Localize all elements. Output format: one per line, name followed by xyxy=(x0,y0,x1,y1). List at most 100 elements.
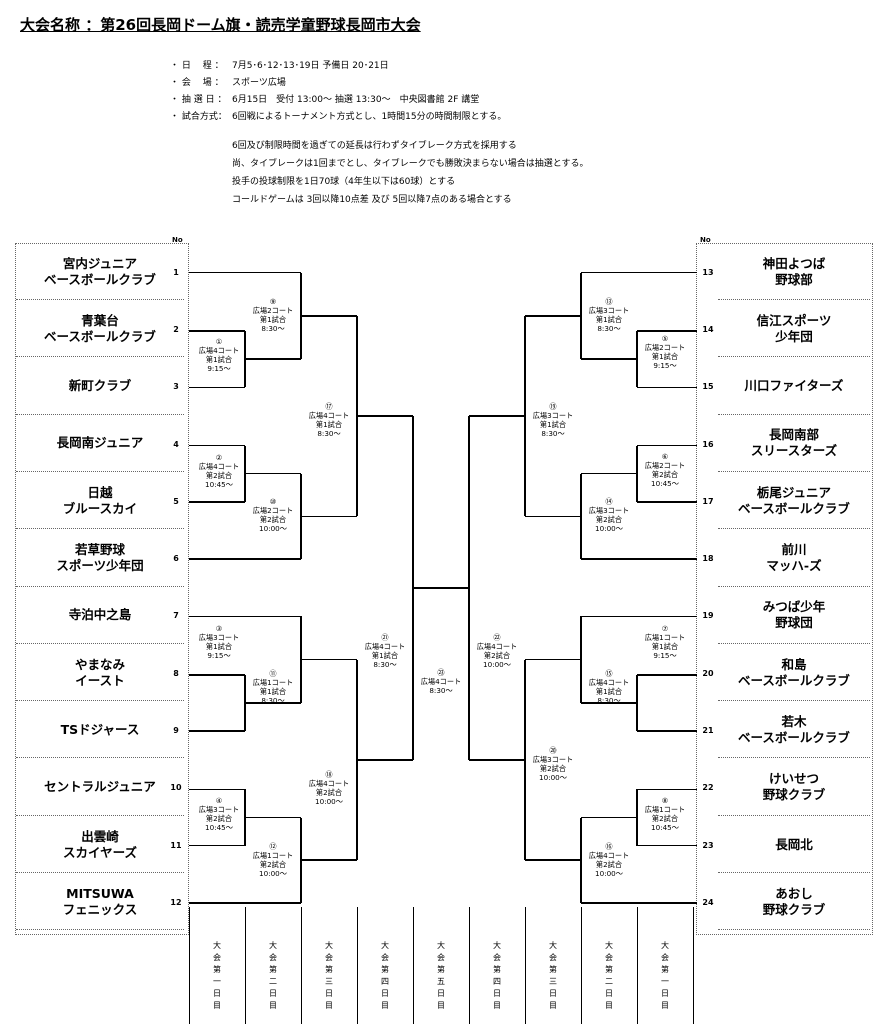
match-label: ⑤ 広場2コート 第1試合 9:15～ xyxy=(644,334,686,370)
day-label: 大 会 第 三 日 目 xyxy=(325,941,333,1010)
rules-notes: 6回及び制限時間を過ぎての延長は行わずタイブレーク方式を採用する 尚、タイブレー… xyxy=(232,140,588,206)
day-separator xyxy=(693,907,694,1024)
match-label: ⑫ 広場1コート 第2試合 10:00～ xyxy=(252,842,294,878)
team-cell: 日越 ブルースカイ xyxy=(16,473,184,530)
team-name: 神田よつば 野球部 xyxy=(762,255,826,287)
info-section: ・ 日 程 ：7月5･6･12･13･19日 予備日 20･21日 ・ 会 場 … xyxy=(170,60,506,123)
info-venue: ・ 会 場 ：スポーツ広場 xyxy=(170,78,286,88)
match-label: ⑳ 広場3コート 第2試合 10:00～ xyxy=(532,746,574,782)
match-label: ⑩ 広場2コート 第2試合 10:00～ xyxy=(252,497,294,533)
team-number: 24 xyxy=(702,897,714,907)
bracket-line xyxy=(189,730,245,732)
team-cell: 信江スポーツ 少年団 xyxy=(718,301,870,358)
team-number: 20 xyxy=(702,668,714,678)
day-label: 大 会 第 一 日 目 xyxy=(661,941,669,1010)
team-cell: 出雲崎 スカイヤーズ xyxy=(16,817,184,873)
team-number: 4 xyxy=(173,439,179,449)
bracket-line xyxy=(581,358,637,360)
team-cell: けいせつ 野球クラブ xyxy=(718,760,870,816)
no-header-left: No xyxy=(172,236,183,244)
team-name: 長岡北 xyxy=(775,836,813,852)
bracket-line xyxy=(189,615,301,618)
bracket-line xyxy=(524,315,526,517)
team-number: 7 xyxy=(173,611,179,621)
bracket-line xyxy=(637,674,697,676)
left-team-column xyxy=(15,243,189,935)
bracket-line xyxy=(581,816,637,819)
team-cell: 新町クラブ xyxy=(16,359,184,415)
bracket-line xyxy=(189,386,245,388)
bracket-line xyxy=(637,501,697,503)
team-number: 23 xyxy=(702,840,714,850)
note-line: 尚、タイブレークは1回までとし、タイブレークでも勝敗決まらない場合は抽選とする。 xyxy=(232,159,589,169)
team-cell: 寺泊中之島 xyxy=(16,588,184,644)
day-label: 大 会 第 五 日 目 xyxy=(437,941,445,1010)
bracket-line xyxy=(245,358,301,360)
bracket-line xyxy=(357,415,413,417)
bracket-line xyxy=(636,445,638,502)
team-cell: 神田よつば 野球部 xyxy=(718,244,870,300)
match-label: ㉒ 広場4コート 第2試合 10:00～ xyxy=(476,633,518,669)
team-cell: 和島 ベースボールクラブ xyxy=(718,645,870,702)
bracket-line xyxy=(637,844,697,847)
team-number: 17 xyxy=(702,496,714,506)
day-label: 大 会 第 三 日 目 xyxy=(549,941,557,1010)
day-separator xyxy=(525,907,526,1024)
bracket-line xyxy=(301,315,357,317)
team-number: 6 xyxy=(173,554,179,564)
team-number: 1 xyxy=(173,267,179,277)
day-separator xyxy=(301,907,302,1024)
match-label: ④ 広場3コート 第2試合 10:45～ xyxy=(198,796,240,832)
team-name: MITSUWA フェニックス xyxy=(62,885,138,917)
team-cell: 長岡南ジュニア xyxy=(16,416,184,472)
bracket-line xyxy=(301,515,357,518)
bracket-line xyxy=(469,759,525,761)
bracket-line xyxy=(637,330,697,332)
match-label: ⑦ 広場1コート 第1試合 9:15～ xyxy=(644,624,686,660)
team-number: 10 xyxy=(170,783,182,793)
team-name: セントラルジュニア xyxy=(44,779,156,795)
team-cell: みつば少年 野球団 xyxy=(718,588,870,644)
match-label: ㉑ 広場4コート 第1試合 8:30～ xyxy=(364,633,406,669)
team-number: 9 xyxy=(173,726,179,736)
bracket-line xyxy=(581,702,637,704)
day-separator xyxy=(245,907,246,1024)
match-label: ⑲ 広場3コート 第1試合 8:30～ xyxy=(532,402,574,438)
bracket-line xyxy=(636,674,638,732)
team-cell: 青葉台 ベースボールクラブ xyxy=(16,301,184,358)
team-number: 8 xyxy=(173,668,179,678)
match-label: ⑥ 広場2コート 第2試合 10:45～ xyxy=(644,452,686,488)
bracket-line xyxy=(637,386,697,388)
bracket-line xyxy=(581,472,637,475)
bracket-line xyxy=(189,902,301,904)
note-line: 投手の投球制限を1日70球（4年生以下は60球）とする xyxy=(232,177,456,187)
bracket-line xyxy=(469,415,525,417)
bracket-line xyxy=(301,658,357,661)
info-draw-date: ・ 抽 選 日 ：6月15日 受付 13:00～ 抽選 13:30～ 中央図書館… xyxy=(170,95,480,105)
right-team-column xyxy=(696,243,873,935)
bracket-line xyxy=(581,271,697,274)
day-separator xyxy=(189,907,190,1024)
bracket-line xyxy=(468,416,470,760)
match-label: ① 広場4コート 第1試合 9:15～ xyxy=(198,337,240,373)
team-cell: MITSUWA フェニックス xyxy=(16,874,184,931)
match-label: ⑬ 広場3コート 第1試合 8:30～ xyxy=(588,297,630,333)
bracket-line xyxy=(525,515,581,518)
bracket-line xyxy=(189,674,245,676)
bracket-line xyxy=(301,859,357,861)
match-label: ⑱ 広場4コート 第2試合 10:00～ xyxy=(308,770,350,806)
team-name: やまなみ イースト xyxy=(74,656,125,688)
team-name: TSドジャース xyxy=(60,721,140,737)
team-name: 和島 ベースボールクラブ xyxy=(738,656,850,688)
team-number: 16 xyxy=(702,439,714,449)
day-label: 大 会 第 一 日 目 xyxy=(213,941,221,1010)
bracket-line xyxy=(525,859,581,861)
team-cell: セントラルジュニア xyxy=(16,760,184,816)
bracket-line xyxy=(637,444,697,447)
team-name: あおし 野球クラブ xyxy=(762,885,826,917)
team-cell: 長岡南部 スリースターズ xyxy=(718,416,870,472)
team-number: 15 xyxy=(702,382,714,392)
note-line: コールドゲームは 3回以降10点差 及び 5回以降7点のある場合とする xyxy=(232,195,512,205)
bracket-line xyxy=(189,558,301,560)
bracket-line xyxy=(189,444,245,447)
